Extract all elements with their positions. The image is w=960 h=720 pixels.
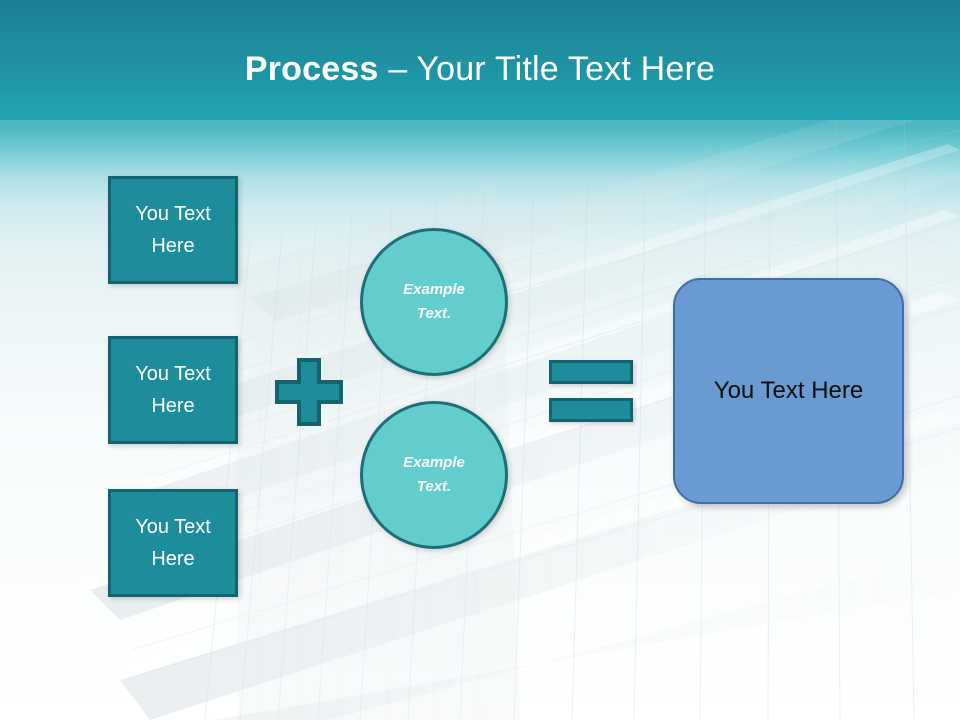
input-box-2-label: You Text Here (135, 363, 211, 417)
equals-icon (549, 360, 633, 422)
page-title-strong: Process (244, 50, 379, 88)
circle-1[interactable]: Example Text. (360, 228, 508, 376)
circle-2-line1: Example (403, 454, 465, 471)
equals-bar-bottom (549, 398, 633, 422)
input-box-2[interactable]: You Text Here (108, 336, 238, 444)
input-box-3[interactable]: You Text Here (108, 489, 238, 597)
circle-2[interactable]: Example Text. (360, 401, 508, 549)
circle-1-line2: Text. (416, 305, 452, 322)
page-title: Process – Your Title Text Here (0, 48, 960, 90)
circle-2-line2: Text. (416, 478, 452, 495)
input-box-1-label: You Text Here (135, 203, 211, 257)
result-box-label: You Text Here (713, 377, 864, 404)
input-box-1[interactable]: You Text Here (108, 176, 238, 284)
input-box-3-label: You Text Here (135, 516, 211, 570)
equals-bar-top (549, 360, 633, 384)
circle-1-line1: Example (403, 281, 465, 298)
page-title-rest: – Your Title Text Here (378, 50, 716, 88)
plus-icon (275, 358, 343, 426)
result-box[interactable]: You Text Here (673, 278, 904, 504)
